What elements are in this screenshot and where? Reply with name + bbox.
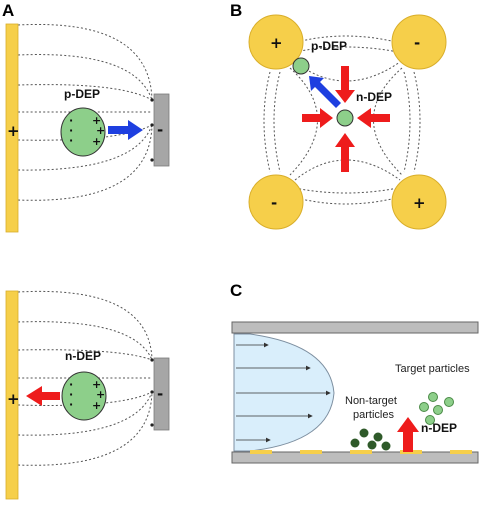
electrode-top-left: [248, 14, 304, 70]
blue-arrow-a: [108, 120, 143, 140]
right-electrode-a: [153, 93, 170, 167]
ndep-label-a2: n-DEP: [65, 349, 101, 363]
field-lines-a: [17, 23, 153, 201]
particle-charges-a: · · · + + +: [69, 114, 105, 148]
svg-text:·: ·: [69, 388, 73, 401]
svg-text:·: ·: [69, 398, 73, 411]
nontarget-particles: [350, 428, 391, 451]
red-arrows-b: [302, 66, 390, 172]
pdep-label-b: p-DEP: [311, 39, 347, 53]
svg-text:·: ·: [69, 378, 73, 391]
svg-text:·: ·: [69, 134, 73, 147]
panel-a-letter: A: [2, 1, 14, 20]
left-electrode-a2: [5, 290, 19, 500]
electrode-bottom-left-sign: -: [271, 194, 277, 212]
panel-b: B + - - + p-DEP n-DEP: [230, 1, 447, 230]
flow-arrows: [236, 342, 331, 443]
left-electrode-a: [5, 23, 19, 233]
pdep-particle-b: [292, 57, 310, 75]
left-electrode-sign-a2: +: [7, 390, 20, 408]
right-electrode-sign-a2: -: [157, 385, 163, 403]
electrode-top-left-sign: +: [270, 34, 283, 52]
svg-text:·: ·: [69, 124, 73, 137]
particle-a2: [61, 371, 107, 421]
svg-text:·: ·: [69, 114, 73, 127]
ndep-label-c: n-DEP: [421, 421, 457, 435]
panel-c-letter: C: [230, 281, 242, 300]
panel-a-ndep: + - n-DEP · · · + + +: [5, 290, 170, 500]
flow-profile: [233, 333, 335, 452]
electrode-top-right: [391, 14, 447, 70]
panel-c: C Target particles n-DEP No: [230, 281, 479, 464]
blue-arrow-b: [309, 76, 341, 108]
right-electrode-a2: [153, 357, 170, 431]
panel-a: A + - p-DEP · · · + + +: [2, 1, 170, 233]
target-particles: [419, 392, 454, 425]
ndep-particle-b: [336, 109, 354, 127]
svg-text:+: +: [92, 114, 101, 127]
top-channel-wall: [231, 321, 479, 334]
svg-text:+: +: [92, 135, 101, 148]
electrode-bottom-left: [248, 174, 304, 230]
electrode-top-right-sign: -: [414, 34, 420, 52]
svg-text:+: +: [96, 124, 105, 137]
red-arrow-c: [397, 417, 419, 452]
ndep-label-b: n-DEP: [356, 90, 392, 104]
particle-a: [60, 107, 106, 157]
nontarget-label-line1: Non-target: [345, 395, 397, 407]
right-electrode-sign-a: -: [157, 121, 163, 139]
target-particles-label: Target particles: [395, 363, 470, 375]
panel-b-letter: B: [230, 1, 242, 20]
red-arrow-a2: [26, 386, 60, 406]
left-electrode-sign-a: +: [7, 122, 20, 140]
svg-text:+: +: [96, 388, 105, 401]
pdep-label-a: p-DEP: [64, 87, 100, 101]
nontarget-label-line2: particles: [353, 409, 394, 421]
svg-text:+: +: [92, 378, 101, 391]
particle-charges-a2: · · · + + +: [69, 378, 105, 412]
electrode-bottom-right: [391, 174, 447, 230]
svg-text:+: +: [92, 399, 101, 412]
electrode-bottom-right-sign: +: [413, 194, 426, 212]
